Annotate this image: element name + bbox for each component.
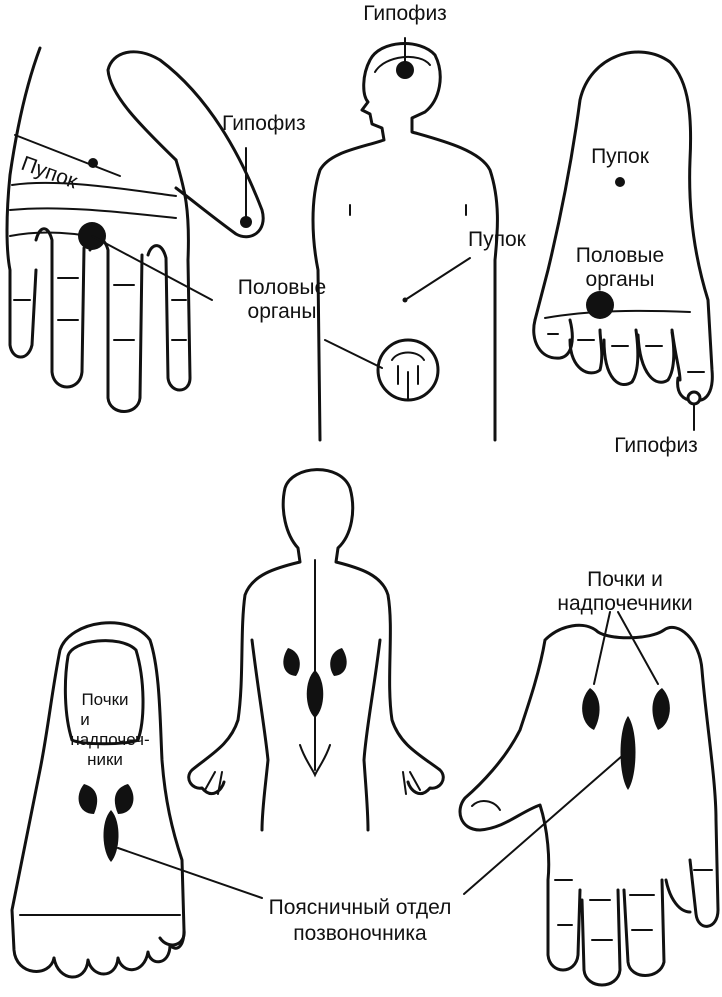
label-kidneys-foot-line1: Почки: [81, 690, 129, 709]
label-kidneys-foot-line2: и: [80, 710, 90, 729]
bottom-right-hand: [458, 611, 720, 987]
top-left-hand: [5, 46, 265, 413]
label-genitals-foot-line2: органы: [585, 268, 655, 291]
label-kidneys-hand-line2: надпочечники: [557, 592, 693, 615]
label-lumbar-line2: позвоночника: [293, 922, 427, 945]
bottom-center-body: [187, 468, 445, 832]
top-center-body: [311, 37, 499, 442]
label-genitals-foot-line1: Половые: [575, 244, 665, 267]
label-kidneys-foot-line3: надпочеч-: [70, 730, 150, 749]
label-kidneys-hand-line1: Почки и: [587, 568, 663, 591]
label-pituitary-hand: Гипофиз: [222, 112, 306, 135]
label-lumbar-line1: Поясничный отдел: [268, 896, 452, 919]
label-navel-foot: Пупок: [591, 145, 649, 168]
label-kidneys-foot-line4: ники: [87, 750, 123, 769]
label-genitals-center-line1: Половые: [237, 276, 327, 299]
top-right-foot: [532, 50, 714, 431]
label-genitals-center-line2: органы: [247, 300, 317, 323]
label-pituitary-foot: Гипофиз: [614, 434, 698, 457]
bottom-left-foot: [10, 621, 263, 979]
label-navel-body: Пупок: [468, 228, 526, 251]
label-pituitary-top: Гипофиз: [363, 2, 447, 25]
